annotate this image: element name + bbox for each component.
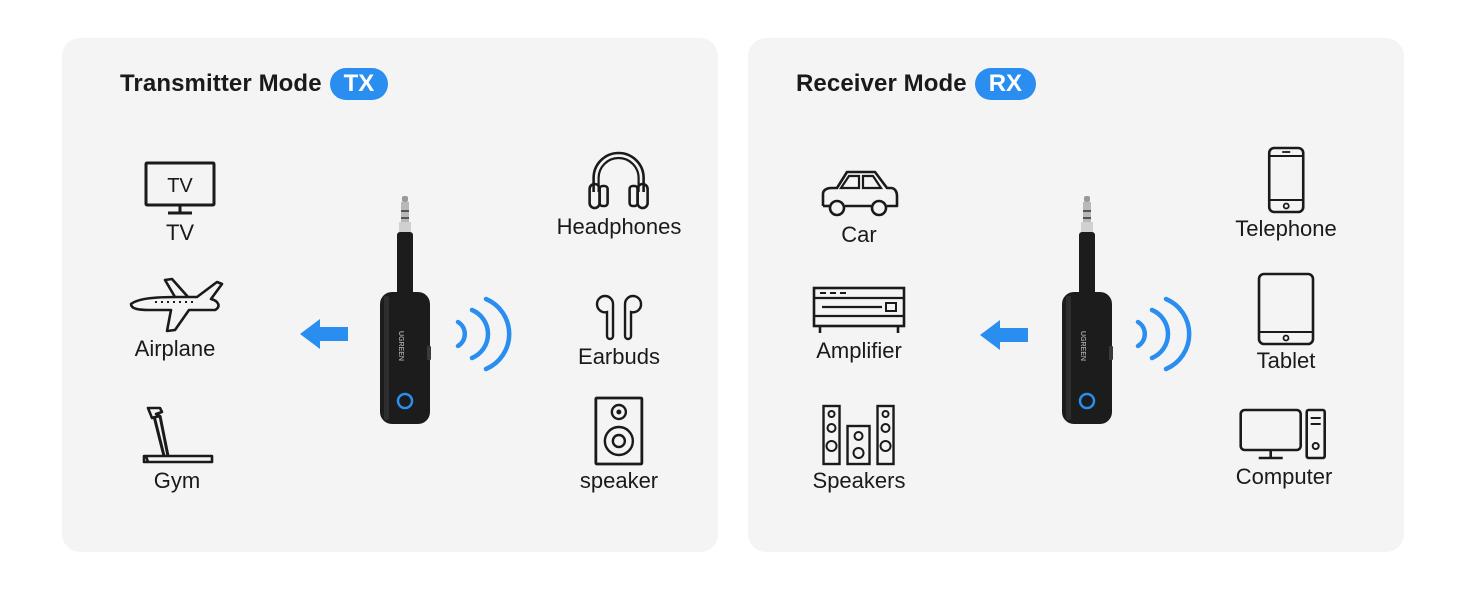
output-headphones: Headphones: [556, 146, 682, 240]
output-speakers: Speakers: [812, 404, 906, 494]
output-earbuds: Earbuds: [578, 292, 660, 370]
treadmill-icon: [142, 406, 214, 464]
output-earbuds-label: Earbuds: [578, 344, 660, 369]
airplane-icon: [129, 277, 224, 333]
source-tv: TV TV: [144, 160, 216, 246]
source-computer: Computer: [1235, 408, 1333, 490]
output-speakers-label: Speakers: [812, 468, 906, 493]
transmitter-mode-label: Transmitter Mode: [120, 70, 322, 97]
headphones-icon: [588, 151, 650, 210]
tablet-icon: [1257, 272, 1315, 346]
arrow-left-icon: [980, 320, 1028, 350]
receiver-mode-label: Receiver Mode: [796, 70, 967, 97]
wireless-signal-icon: [455, 296, 512, 372]
rx-badge: RX: [974, 68, 1037, 100]
source-airplane: Airplane: [125, 277, 225, 362]
transmitter-panel: Transmitter Mode TX TV TV Airplane Gym: [62, 38, 718, 552]
telephone-icon: [1267, 146, 1305, 214]
output-car: Car: [819, 166, 899, 248]
output-speaker: speaker: [580, 396, 658, 494]
tx-badge: TX: [329, 68, 389, 100]
device-brand-text: UGREEN: [1079, 331, 1086, 361]
arrow-left-icon: [300, 319, 348, 349]
source-tv-label: TV: [165, 220, 195, 245]
bluetooth-transmitter-device: UGREEN: [380, 196, 431, 424]
tv-icon: TV: [144, 161, 216, 215]
computer-icon: [1239, 408, 1327, 460]
output-car-label: Car: [841, 222, 877, 247]
wireless-signal-icon: [1135, 296, 1192, 372]
speakers-icon: [822, 404, 896, 466]
earbuds-icon: [595, 294, 643, 341]
output-speaker-label: speaker: [579, 468, 659, 493]
receiver-title: Receiver Mode RX: [796, 68, 1037, 100]
device-brand-text: UGREEN: [397, 331, 404, 361]
tv-screen-text: TV: [167, 175, 193, 197]
source-telephone-label: Telephone: [1235, 216, 1337, 241]
output-amplifier-label: Amplifier: [816, 338, 902, 363]
source-gym-label: Gym: [153, 468, 201, 493]
output-amplifier: Amplifier: [812, 286, 906, 364]
amplifier-icon: [812, 286, 906, 333]
car-icon: [821, 170, 899, 217]
source-tablet: Tablet: [1256, 272, 1316, 374]
speaker-icon: [594, 396, 644, 466]
transmitter-title: Transmitter Mode TX: [120, 68, 389, 100]
source-tablet-label: Tablet: [1256, 348, 1316, 373]
source-airplane-label: Airplane: [134, 336, 216, 361]
source-computer-label: Computer: [1235, 464, 1333, 489]
receiver-panel: Receiver Mode RX Car Amplifie: [748, 38, 1404, 552]
output-headphones-label: Headphones: [556, 214, 682, 239]
bluetooth-receiver-device: UGREEN: [1062, 196, 1113, 424]
source-gym: Gym: [138, 404, 216, 494]
source-telephone: Telephone: [1235, 146, 1337, 242]
